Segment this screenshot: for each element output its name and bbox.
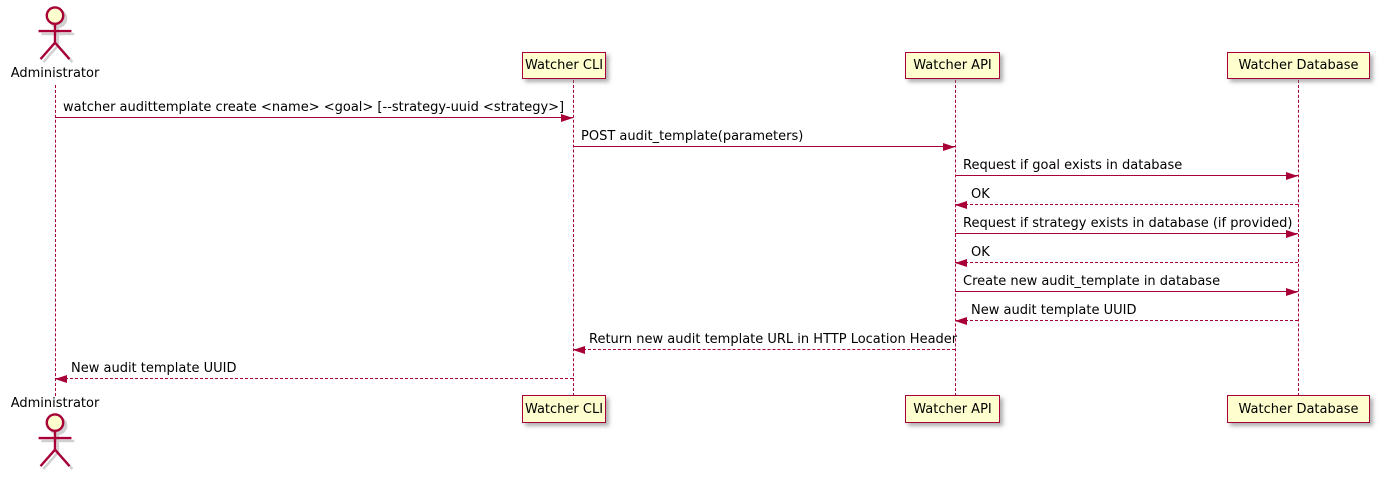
- message: OK: [955, 243, 1298, 267]
- arrowhead-right-icon: [561, 114, 573, 122]
- arrowhead-right-icon: [1286, 172, 1298, 180]
- message-label: OK: [971, 187, 990, 202]
- message-label: POST audit_template(parameters): [581, 129, 804, 144]
- participant-watcher-cli-bottom: Watcher CLI: [522, 395, 606, 423]
- message-line: [955, 291, 1298, 292]
- message-line: [955, 204, 1298, 205]
- arrowhead-left-icon: [955, 201, 967, 209]
- arrowhead-left-icon: [573, 346, 585, 354]
- message-label: Return new audit template URL in HTTP Lo…: [589, 332, 958, 347]
- arrowhead-right-icon: [1286, 230, 1298, 238]
- message-line: [955, 320, 1298, 321]
- arrowhead-left-icon: [955, 317, 967, 325]
- arrowhead-left-icon: [55, 375, 67, 383]
- actor-label-administrator-top: Administrator: [10, 66, 100, 81]
- lifeline-administrator: [55, 85, 56, 396]
- message: Create new audit_template in database: [955, 272, 1298, 296]
- arrowhead-right-icon: [1286, 288, 1298, 296]
- message-line: [955, 233, 1298, 234]
- message: watcher audittemplate create <name> <goa…: [55, 98, 573, 122]
- message: New audit template UUID: [55, 359, 573, 383]
- message-label: Request if strategy exists in database (…: [963, 216, 1293, 231]
- message: New audit template UUID: [955, 301, 1298, 325]
- message-label: OK: [971, 245, 990, 260]
- message-label: Request if goal exists in database: [963, 158, 1183, 173]
- lifeline-watcher-cli: [573, 80, 574, 396]
- message-line: [955, 175, 1298, 176]
- message-label: Create new audit_template in database: [963, 274, 1221, 289]
- message: Return new audit template URL in HTTP Lo…: [573, 330, 958, 354]
- arrowhead-left-icon: [955, 259, 967, 267]
- message-line: [955, 262, 1298, 263]
- actor-icon: [38, 6, 75, 63]
- lifeline-watcher-database: [1298, 80, 1299, 396]
- message: Request if strategy exists in database (…: [955, 214, 1298, 238]
- message-line: [55, 117, 573, 118]
- participant-watcher-database-bottom: Watcher Database: [1227, 395, 1370, 423]
- message-line: [573, 146, 955, 147]
- lifeline-watcher-api: [955, 80, 956, 396]
- actor-label-administrator-bottom: Administrator: [10, 396, 100, 411]
- participant-watcher-cli-top: Watcher CLI: [522, 52, 606, 79]
- participant-watcher-api-bottom: Watcher API: [905, 395, 1000, 423]
- message: Request if goal exists in database: [955, 156, 1298, 180]
- message: OK: [955, 185, 1298, 209]
- message-line: [55, 378, 573, 379]
- message-label: watcher audittemplate create <name> <goa…: [63, 100, 565, 115]
- arrowhead-right-icon: [943, 143, 955, 151]
- actor-icon: [38, 413, 75, 470]
- message-label: New audit template UUID: [971, 303, 1137, 318]
- message: POST audit_template(parameters): [573, 127, 955, 151]
- participant-watcher-database-top: Watcher Database: [1227, 52, 1370, 79]
- message-label: New audit template UUID: [71, 361, 237, 376]
- message-line: [573, 349, 955, 350]
- participant-watcher-api-top: Watcher API: [905, 52, 1000, 79]
